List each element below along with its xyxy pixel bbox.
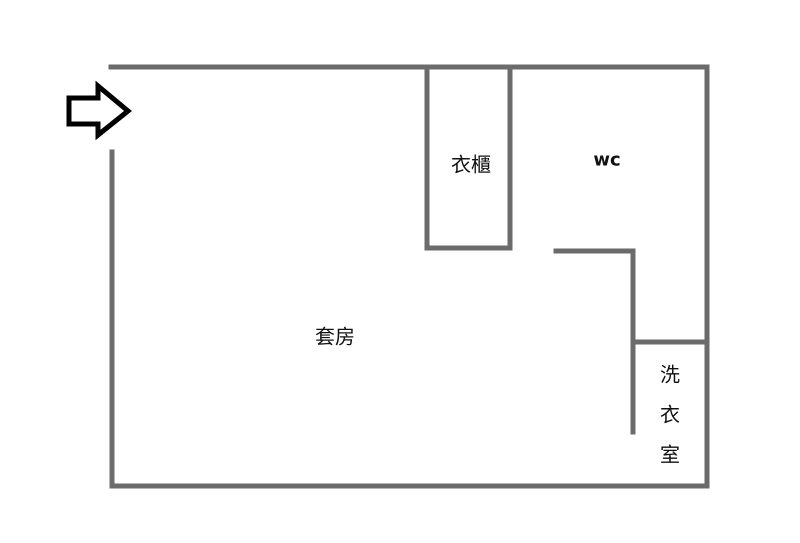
room-label-laundry-1: 洗 bbox=[660, 362, 680, 387]
entrance-arrow-icon bbox=[66, 80, 132, 141]
wardrobe-walls bbox=[424, 64, 513, 251]
room-label-wc: wc bbox=[593, 149, 621, 171]
room-label-suite: 套房 bbox=[315, 324, 355, 349]
wc-partition bbox=[553, 248, 636, 435]
room-label-laundry-2: 衣 bbox=[660, 402, 680, 427]
room-label-wardrobe: 衣櫃 bbox=[451, 152, 491, 177]
room-label-laundry-3: 室 bbox=[660, 442, 680, 467]
